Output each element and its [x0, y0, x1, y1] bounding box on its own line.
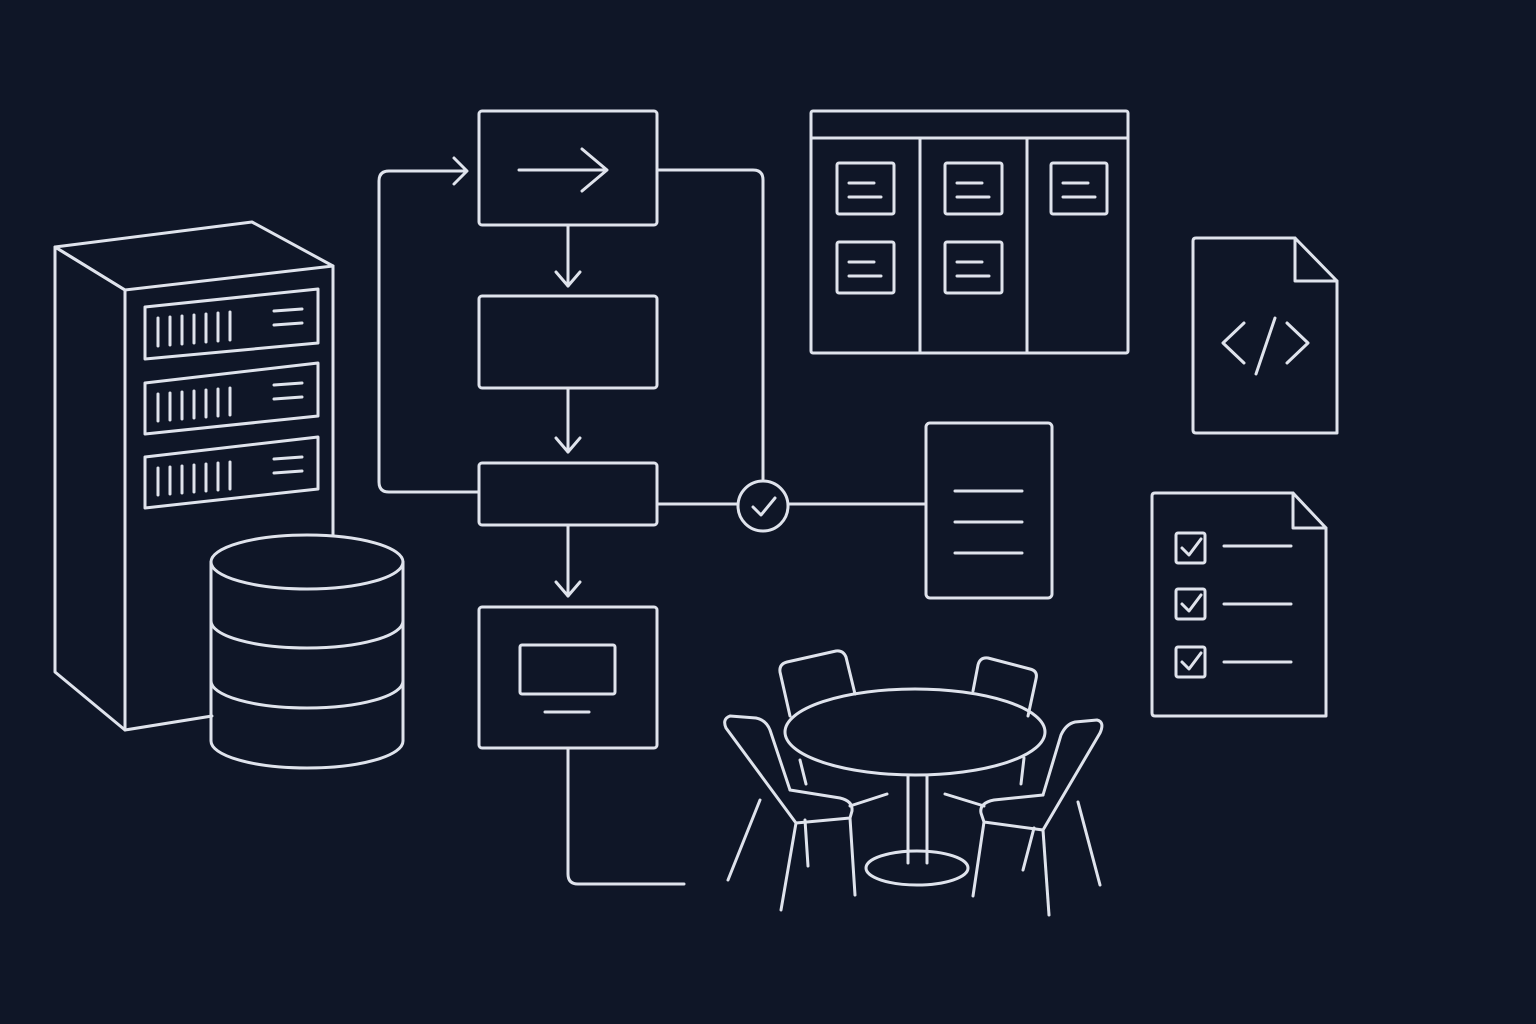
kanban-card: [1049, 161, 1109, 216]
checkmark: [1180, 593, 1203, 613]
code-bracket-right: [1285, 321, 1310, 365]
kanban-card: [835, 161, 896, 216]
flow-arrow-down: [554, 524, 582, 598]
chair-back-right: [971, 656, 1038, 786]
database-body: [209, 560, 405, 770]
loop-arrowhead: [452, 156, 469, 186]
chair-front-right: [943, 718, 1104, 917]
flow-arrow-down: [554, 224, 582, 288]
flow-step-decision: [477, 461, 659, 527]
rack-top-face: [53, 220, 335, 292]
table-base: [864, 849, 970, 887]
checkbox-checked: [1174, 531, 1207, 565]
flow-branch-line: [656, 168, 765, 481]
rack-bottom-edge: [123, 714, 214, 732]
code-file-icon: [1191, 236, 1339, 435]
document-icon: [924, 421, 1054, 600]
kanban-card: [943, 161, 1004, 216]
check-circle-icon: [736, 479, 790, 533]
flow-step-process: [477, 294, 659, 390]
checkmark: [1180, 651, 1203, 671]
arrow-right-icon: [517, 147, 609, 193]
flow-loop-back: [377, 169, 481, 494]
flowchart: [377, 109, 928, 886]
rack-front-face: [53, 245, 127, 732]
database-top: [209, 533, 405, 591]
checklist-icon: [1150, 491, 1328, 718]
kanban-frame: [809, 109, 1130, 355]
drive-bay: [143, 287, 320, 361]
database-icon: [209, 533, 405, 770]
screen-icon: [518, 643, 617, 696]
flow-step-start: [477, 109, 659, 227]
chair-back-left: [778, 649, 857, 786]
kanban-card: [835, 240, 896, 295]
meeting-table-icon: [723, 649, 1104, 917]
database-ring: [209, 619, 405, 650]
file-outline: [1191, 236, 1339, 435]
checklist-outline: [1150, 491, 1328, 718]
checklist-item: [1174, 587, 1293, 621]
flow-output-line: [566, 747, 686, 886]
database-ring: [209, 679, 405, 710]
checklist-item: [1174, 531, 1293, 565]
checkmark: [751, 496, 777, 517]
document-outline: [924, 421, 1054, 600]
flow-step-output: [477, 605, 659, 750]
checklist-fold: [1291, 491, 1328, 530]
code-slash: [1254, 316, 1277, 376]
kanban-board-icon: [809, 109, 1130, 355]
drive-bay: [143, 361, 320, 436]
code-bracket-left: [1221, 321, 1246, 365]
checklist-item: [1174, 645, 1293, 679]
checkbox-checked: [1174, 587, 1207, 621]
drive-bay: [143, 435, 320, 510]
chair-front-left: [723, 714, 889, 912]
line-art: [53, 109, 1339, 917]
file-fold: [1293, 236, 1339, 283]
checkbox-checked: [1174, 645, 1207, 679]
table-top: [783, 687, 1047, 777]
server-rack-icon: [53, 220, 335, 732]
checkmark: [1180, 537, 1203, 557]
flow-arrow-down: [554, 387, 582, 454]
kanban-card: [943, 240, 1004, 295]
